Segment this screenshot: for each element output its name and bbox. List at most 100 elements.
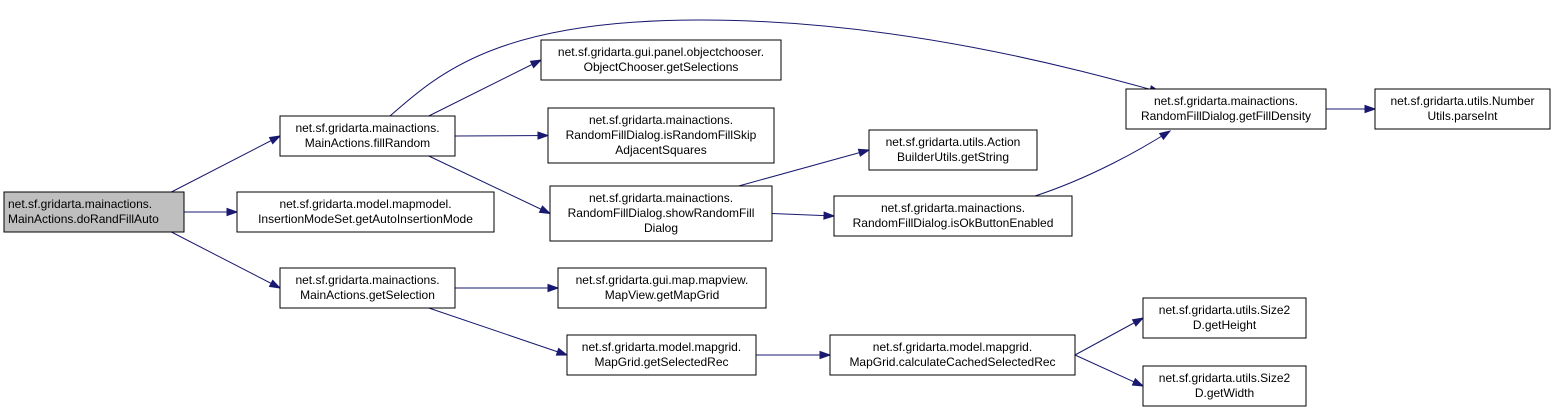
node-label-line-1: net.sf.gridarta.gui.panel.objectchooser.	[558, 45, 764, 59]
edge-arrowhead	[268, 135, 282, 145]
node-label-line-2: MapGrid.calculateCachedSelectedRec	[849, 355, 1055, 369]
node-getAutoInsertionMode[interactable]: net.sf.gridarta.model.mapmodel.Insertion…	[236, 191, 495, 233]
node-label-line-1: net.sf.gridarta.mainactions.	[8, 197, 152, 211]
node-label-line-2: D.getWidth	[1195, 386, 1254, 400]
node-label-line-2: ObjectChooser.getSelections	[584, 60, 739, 74]
node-getString[interactable]: net.sf.gridarta.utils.ActionBuilderUtils…	[868, 129, 1038, 171]
node-label-line-2: MapView.getMapGrid	[605, 288, 720, 302]
node-label-line-2: MainActions.fillRandom	[305, 136, 430, 150]
edge-arrowhead	[537, 131, 550, 140]
node-label-line-2: RandomFillDialog.isOkButtonEnabled	[853, 216, 1054, 230]
edge-fillRandom-to-getSelections	[428, 59, 543, 117]
node-box	[279, 267, 456, 309]
edge-line	[1034, 130, 1171, 197]
edge-arrowhead	[538, 205, 552, 215]
node-isRandomFillSkip[interactable]: net.sf.gridarta.mainactions.RandomFillDi…	[547, 107, 775, 164]
node-getSelectedRec[interactable]: net.sf.gridarta.model.mapgrid.MapGrid.ge…	[566, 334, 757, 376]
node-label-line-1: net.sf.gridarta.utils.Action	[886, 135, 1021, 149]
edge-fillRandom-to-showRandomFill	[428, 155, 552, 215]
nodes-layer: net.sf.gridarta.mainactions.MainActions.…	[3, 39, 1551, 407]
edge-line	[1074, 317, 1144, 356]
edge-line	[428, 59, 542, 117]
node-label-line-3: AdjacentSquares	[615, 143, 706, 157]
node-label-line-1: net.sf.gridarta.model.mapgrid.	[873, 340, 1032, 354]
node-label-line-1: net.sf.gridarta.mainactions.	[1154, 94, 1298, 108]
edge-arrowhead	[555, 347, 569, 356]
node-calculateCachedSelectedRec[interactable]: net.sf.gridarta.model.mapgrid.MapGrid.ca…	[829, 334, 1076, 376]
node-label-line-3: Dialog	[644, 221, 678, 235]
node-parseInt[interactable]: net.sf.gridarta.utils.NumberUtils.parseI…	[1374, 88, 1551, 130]
node-label-line-2: D.getHeight	[1193, 318, 1257, 332]
node-box	[540, 39, 782, 81]
edge-arrowhead	[1131, 317, 1145, 327]
node-box	[1374, 88, 1551, 130]
node-box	[547, 107, 775, 164]
edge-showRandomFill-to-getString	[738, 148, 871, 187]
edge-calculateCachedSelectedRec-to-getHeight	[1074, 317, 1145, 356]
node-box	[3, 191, 185, 233]
node-label-line-2: MainActions.getSelection	[300, 288, 435, 302]
edge-line	[1074, 354, 1144, 387]
node-getSelections[interactable]: net.sf.gridarta.gui.panel.objectchooser.…	[540, 39, 782, 81]
edge-arrowhead	[529, 59, 543, 69]
edge-getFillDensity-to-parseInt	[1326, 104, 1377, 114]
node-box	[1142, 297, 1307, 339]
node-label-line-2: MainActions.doRandFillAuto	[8, 212, 159, 226]
node-label-line-1: net.sf.gridarta.utils.Size2	[1159, 303, 1291, 317]
node-label-line-2: InsertionModeSet.getAutoInsertionMode	[258, 212, 473, 226]
node-box	[557, 267, 767, 309]
node-label-line-2: RandomFillDialog.showRandomFill	[568, 206, 755, 220]
node-box	[1142, 365, 1307, 407]
edge-arrowhead	[1131, 377, 1145, 387]
node-doRandFillAuto[interactable]: net.sf.gridarta.mainactions.MainActions.…	[3, 191, 185, 233]
edge-arrowhead	[1364, 104, 1377, 114]
node-showRandomFill[interactable]: net.sf.gridarta.mainactions.RandomFillDi…	[549, 185, 773, 242]
node-box	[566, 334, 757, 376]
node-isOkButtonEnabled[interactable]: net.sf.gridarta.mainactions.RandomFillDi…	[833, 195, 1073, 237]
node-label-line-2: Utils.parseInt	[1427, 109, 1498, 123]
edge-showRandomFill-to-isOkButtonEnabled	[771, 211, 836, 220]
edge-getSelectedRec-to-calculateCachedSelectedRec	[756, 350, 832, 360]
node-label-line-1: net.sf.gridarta.utils.Size2	[1159, 371, 1291, 385]
node-label-line-1: net.sf.gridarta.model.mapgrid.	[582, 340, 741, 354]
edge-line	[171, 231, 281, 289]
edge-doRandFillAuto-to-fillRandom	[171, 135, 282, 193]
edge-line	[171, 135, 281, 193]
edge-line	[454, 135, 549, 137]
node-box	[279, 115, 456, 157]
node-box	[829, 334, 1076, 376]
node-getFillDensity[interactable]: net.sf.gridarta.mainactions.RandomFillDi…	[1125, 88, 1327, 130]
node-box	[236, 191, 495, 233]
edge-doRandFillAuto-to-getAutoInsertionMode	[184, 207, 239, 217]
node-label-line-1: net.sf.gridarta.mainactions.	[589, 113, 733, 127]
edge-arrowhead	[226, 207, 239, 217]
node-label-line-1: net.sf.gridarta.mainactions.	[295, 121, 439, 135]
node-label-line-2: RandomFillDialog.getFillDensity	[1141, 109, 1311, 123]
node-label-line-1: net.sf.gridarta.gui.map.mapview.	[576, 273, 749, 287]
edge-line	[738, 149, 870, 187]
node-fillRandom[interactable]: net.sf.gridarta.mainactions.MainActions.…	[279, 115, 456, 157]
node-label-line-1: net.sf.gridarta.mainactions.	[589, 191, 733, 205]
node-label-line-2: MapGrid.getSelectedRec	[594, 355, 728, 369]
node-label-line-1: net.sf.gridarta.mainactions.	[881, 201, 1025, 215]
edge-line	[428, 307, 568, 356]
edge-line	[389, 19, 1161, 117]
edge-doRandFillAuto-to-getSelection	[171, 231, 282, 289]
node-label-line-1: net.sf.gridarta.model.mapmodel.	[279, 197, 451, 211]
node-box	[1125, 88, 1327, 130]
edge-calculateCachedSelectedRec-to-getWidth	[1074, 354, 1145, 387]
node-box	[549, 185, 773, 242]
node-getMapGrid[interactable]: net.sf.gridarta.gui.map.mapview.MapView.…	[557, 267, 767, 309]
edge-line	[428, 155, 551, 214]
edge-arrowhead	[1158, 130, 1172, 141]
edge-getSelection-to-getSelectedRec	[428, 307, 569, 356]
node-getSelection[interactable]: net.sf.gridarta.mainactions.MainActions.…	[279, 267, 456, 309]
edge-arrowhead	[823, 211, 836, 220]
node-label-line-1: net.sf.gridarta.mainactions.	[295, 273, 439, 287]
node-label-line-2: RandomFillDialog.isRandomFillSkip	[566, 128, 757, 142]
node-box	[868, 129, 1038, 171]
edge-arrowhead	[268, 279, 282, 289]
